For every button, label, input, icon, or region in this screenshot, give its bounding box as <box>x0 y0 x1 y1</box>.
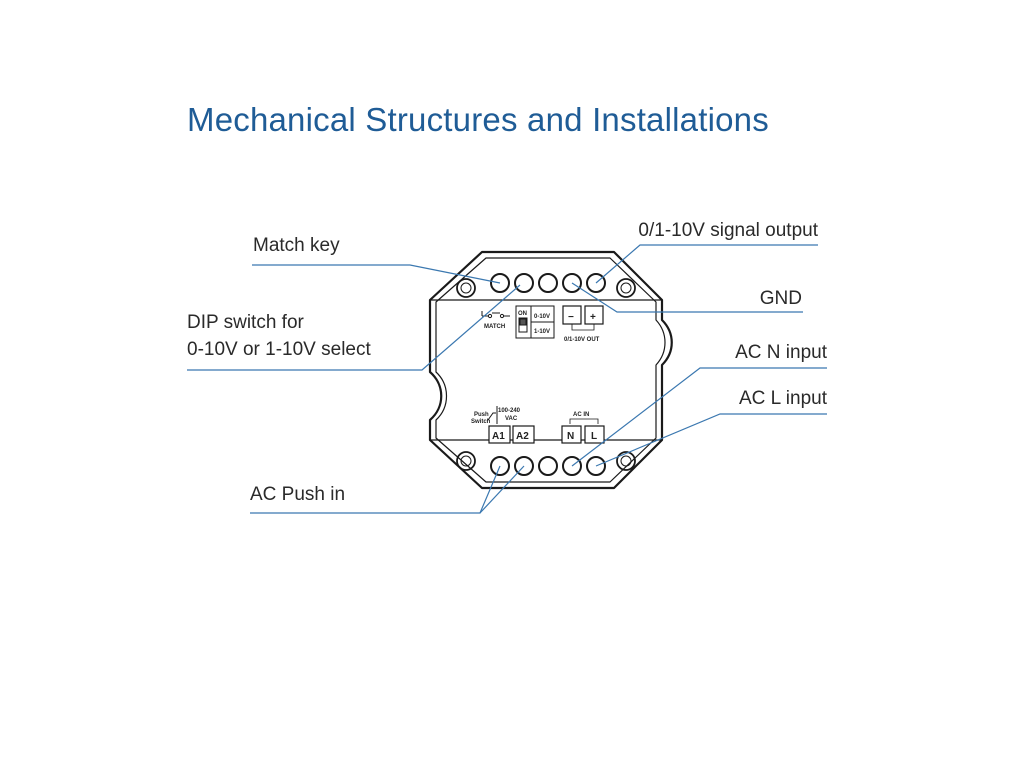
dip-option-1-10v: 1-10V <box>534 329 550 335</box>
push-voltage-line2: VAC <box>505 416 518 422</box>
ac-in-label: AC IN <box>573 412 589 418</box>
leader-match-key <box>252 264 501 284</box>
n-label: N <box>567 431 574 442</box>
callout-gnd: GND <box>759 288 802 309</box>
mounting-screw-icon <box>456 278 636 471</box>
leader-ac-push-b <box>479 465 525 514</box>
dip-on-label: ON <box>518 311 527 317</box>
callout-ac-push-in: AC Push in <box>250 484 346 505</box>
callout-ac-n-input: AC N input <box>735 342 827 363</box>
callout-signal-output: 0/1-10V signal output <box>638 220 818 241</box>
match-key-icon <box>481 311 510 319</box>
leader-ac-push-a <box>250 465 501 514</box>
device-housing <box>428 250 673 490</box>
bottom-terminal-holes <box>490 456 606 476</box>
plus-label: + <box>590 312 596 323</box>
dip-switch <box>515 305 555 339</box>
push-label-line2: Switch <box>471 419 491 425</box>
ac-in-terminals <box>561 425 605 444</box>
leader-ac-l <box>595 413 827 467</box>
callout-match-key: Match key <box>253 235 340 256</box>
l-label: L <box>591 431 597 442</box>
dip-option-0-10v: 0-10V <box>534 314 550 320</box>
push-voltage-line1: 100-240 <box>498 408 521 414</box>
page-title: Mechanical Structures and Installations <box>187 101 769 138</box>
out-label: 0/1-10V OUT <box>564 337 600 343</box>
match-label: MATCH <box>484 324 505 330</box>
a1-label: A1 <box>492 431 505 442</box>
callout-dip-switch-line2: 0-10V or 1-10V select <box>187 339 371 360</box>
push-terminals <box>488 425 535 444</box>
leader-gnd <box>571 282 803 313</box>
out-bracket <box>571 324 595 331</box>
leader-dip-switch <box>187 284 521 371</box>
ac-in-bracket <box>569 418 599 424</box>
minus-label: − <box>568 312 574 323</box>
callout-ac-l-input: AC L input <box>738 388 827 409</box>
top-terminal-holes <box>490 273 606 293</box>
callout-dip-switch-line1: DIP switch for <box>187 312 304 333</box>
leader-lines <box>187 244 827 514</box>
push-switch-bracket <box>487 406 498 424</box>
a2-label: A2 <box>516 431 529 442</box>
leader-signal-output <box>595 244 818 284</box>
push-label-line1: Push <box>474 412 489 418</box>
leader-ac-n <box>571 367 827 467</box>
